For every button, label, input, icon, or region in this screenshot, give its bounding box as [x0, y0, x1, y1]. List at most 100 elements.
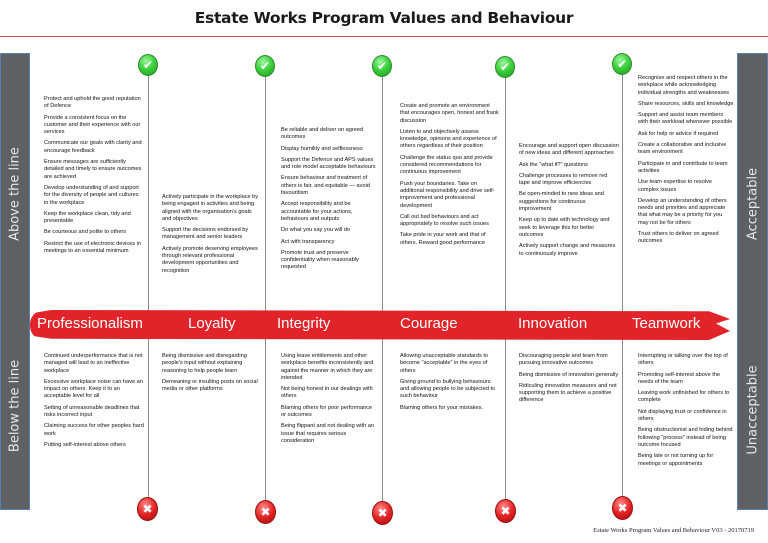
list-item: Blaming others for your mistakes. — [400, 404, 484, 411]
integrity-acceptable-list: Be reliable and deliver on agreed outcom… — [281, 127, 377, 276]
list-item: Setting of unreasonable deadlines that r… — [44, 404, 140, 419]
list-item: Keep up to date with technology and seek… — [519, 217, 610, 238]
value-courage: Courage — [400, 315, 458, 332]
value-innovation: Innovation — [518, 315, 588, 332]
professionalism-acceptable-list: Protect and uphold the good reputation o… — [44, 96, 144, 259]
below-the-line-label: Below the line — [7, 359, 23, 453]
list-item: Being dismissive and disregarding people… — [162, 353, 247, 374]
loyalty-unacceptable-list: Being dismissive and disregarding people… — [162, 353, 262, 397]
value-professionalism: Professionalism — [37, 315, 143, 332]
list-item: Allowing unacceptable standards to becom… — [400, 353, 489, 374]
cross-icon: ✖ — [612, 496, 633, 520]
list-item: Claiming success for other peoples hard … — [44, 423, 144, 437]
list-item: Putting self-interest above others — [44, 441, 126, 448]
list-item: Display humility and selflessness — [281, 145, 363, 152]
check-icon: ✔ — [495, 56, 515, 78]
side-panel-left: Above the line Below the line — [0, 53, 30, 510]
list-item: Not being honest in our dealings with ot… — [281, 386, 373, 400]
list-item: Support the Defence and APS values and r… — [281, 156, 376, 171]
list-item: Giving ground to bullying behaviours and… — [400, 378, 496, 400]
divider-stem-2 — [265, 72, 266, 505]
divider-stem-1 — [148, 72, 149, 502]
list-item: Push your boundaries. Take on additional… — [400, 180, 495, 209]
list-item: Call out bad behaviours and act appropri… — [400, 213, 489, 228]
list-item: Demeaning or insulting posts on social m… — [162, 378, 258, 393]
innovation-acceptable-list: Encourage and support open discussion of… — [519, 143, 619, 262]
cross-icon: ✖ — [495, 499, 516, 523]
list-item: Ask for help or advice if required — [638, 130, 719, 137]
list-item: Participate in and contribute to team ac… — [638, 160, 728, 174]
loyalty-acceptable-list: Actively participate in the workplace by… — [162, 194, 262, 279]
divider-stem-3 — [382, 72, 383, 506]
list-item: Not displaying trust or confidence in ot… — [638, 408, 727, 423]
list-item: Promote trust and preserve confidentiali… — [281, 249, 359, 271]
list-item: Recognise and respect others in the work… — [638, 75, 730, 96]
list-item: Support and assist team members with the… — [638, 112, 733, 126]
list-item: Use team expertise to resolve complex is… — [638, 179, 712, 193]
page-title: Estate Works Program Values and Behaviou… — [194, 9, 574, 27]
list-item: Being obstructionist and hiding behind f… — [638, 427, 733, 448]
list-item: Be reliable and deliver on agreed outcom… — [281, 127, 364, 141]
above-the-line-label: Above the line — [7, 147, 23, 241]
cross-icon: ✖ — [255, 500, 276, 524]
divider-stem-4 — [505, 72, 506, 506]
divider-stem-5 — [622, 70, 623, 500]
list-item: Blaming others for poor performance or o… — [281, 404, 373, 419]
list-item: Communicate our goals with clarity and e… — [44, 140, 142, 154]
acceptable-label: Acceptable — [745, 167, 760, 241]
check-icon: ✔ — [138, 54, 158, 76]
values-banner — [30, 310, 730, 340]
list-item: Challenge the status quo and provide con… — [400, 154, 493, 176]
list-item: Actively participate in the workplace by… — [162, 194, 259, 222]
courage-acceptable-list: Create and promote an environment that e… — [400, 103, 500, 251]
cross-icon: ✖ — [372, 501, 393, 525]
list-item: Being late or not turning up for meeting… — [638, 453, 714, 467]
innovation-unacceptable-list: Discouraging people and team from pursui… — [519, 353, 619, 409]
courage-unacceptable-list: Allowing unacceptable standards to becom… — [400, 353, 500, 416]
teamwork-unacceptable-list: Interrupting or talking over the top of … — [638, 353, 734, 472]
list-item: Using leave entitlements and other workp… — [281, 353, 374, 381]
check-icon: ✔ — [372, 55, 392, 77]
list-item: Act with transparency — [281, 238, 335, 245]
list-item: Interrupting or talking over the top of … — [638, 353, 728, 367]
list-item: Create a collaborative and inclusive tea… — [638, 142, 727, 156]
list-item: Ensure messages are sufficiently detaile… — [44, 159, 142, 180]
list-item: Create and promote an environment that e… — [400, 103, 499, 124]
integrity-unacceptable-list: Using leave entitlements and other workp… — [281, 353, 377, 449]
professionalism-unacceptable-list: Continued underperformance that is not m… — [44, 353, 144, 453]
list-item: Actively support change and measures to … — [519, 243, 616, 257]
list-item: Encourage and support open discussion of… — [519, 143, 619, 157]
list-item: Being flippant and not dealing with an i… — [281, 423, 374, 444]
teamwork-acceptable-list: Recognise and respect others in the work… — [638, 75, 734, 250]
list-item: Ask the "what if?" questions — [519, 161, 588, 168]
list-item: Restrict the use of electronic devices i… — [44, 240, 142, 255]
list-item: Trust others to deliver on agreed outcom… — [638, 231, 719, 245]
value-teamwork: Teamwork — [632, 315, 701, 332]
list-item: Accept responsibility and be accountable… — [281, 201, 353, 222]
value-integrity: Integrity — [277, 315, 331, 332]
list-item: Actively promote deserving employees thr… — [162, 245, 258, 274]
value-loyalty: Loyalty — [188, 315, 236, 332]
document-footer: Estate Works Program Values and Behaviou… — [593, 527, 754, 534]
list-item: Support the decisions endorsed by manage… — [162, 227, 249, 241]
list-item: Ensure behaviour and treatment of others… — [281, 175, 370, 197]
check-icon: ✔ — [255, 55, 275, 77]
list-item: Do what you say you will do — [281, 227, 351, 234]
list-item: Continued underperformance that is not m… — [44, 353, 143, 374]
list-item: Be courteous and polite to others — [44, 229, 127, 236]
list-item: Promoting self-interest above the needs … — [638, 371, 721, 385]
list-item: Share resources, skills and knowledge — [638, 100, 734, 107]
list-item: Being dismissive of innovation generally — [519, 371, 619, 378]
list-item: Protect and uphold the good reputation o… — [44, 96, 141, 110]
cross-icon: ✖ — [137, 497, 158, 521]
title-divider — [0, 36, 768, 37]
list-item: Take pride in your work and that of othe… — [400, 232, 486, 246]
list-item: Discouraging people and team from pursui… — [519, 353, 608, 367]
list-item: Excessive workplace noise can have an im… — [44, 378, 143, 400]
list-item: Listen to and objectively assess knowled… — [400, 128, 497, 150]
unacceptable-label: Unacceptable — [745, 365, 760, 455]
list-item: Challenge processes to remove red tape a… — [519, 172, 608, 187]
list-item: Develop an understanding of others needs… — [638, 197, 727, 226]
list-item: Ridiculing innovation measures and not s… — [519, 382, 617, 404]
list-item: Develop understanding of and support for… — [44, 184, 139, 206]
